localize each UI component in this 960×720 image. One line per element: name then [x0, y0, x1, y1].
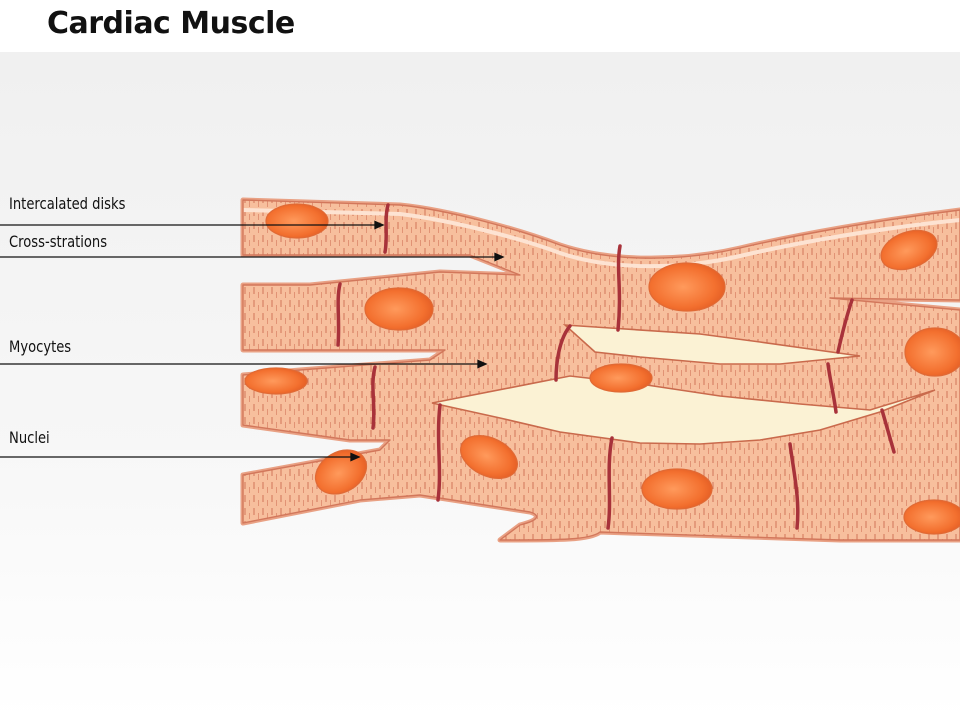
page-title: Cardiac Muscle — [47, 6, 295, 41]
diagram-area: Intercalated disks Cross-strations Myocy… — [0, 52, 960, 720]
intercalated-disk — [826, 362, 838, 414]
nucleus — [364, 287, 434, 331]
leader-lines — [0, 220, 505, 462]
intercalated-disk — [606, 436, 614, 530]
nuclei — [244, 203, 960, 535]
intercalated-disk — [371, 365, 377, 430]
nucleus — [641, 468, 713, 510]
arrowhead — [374, 220, 385, 230]
intercalated-disks — [336, 203, 896, 530]
intercalated-disk — [436, 403, 442, 502]
nucleus — [244, 367, 308, 395]
label-myocytes: Myocytes — [9, 337, 72, 356]
membrane-highlight — [243, 208, 960, 269]
cardiac-muscle-diagram — [0, 52, 960, 720]
nucleus — [903, 499, 960, 535]
cell-edge — [242, 199, 960, 541]
nucleus — [314, 449, 368, 495]
nucleus — [460, 435, 518, 479]
arrowhead — [477, 359, 488, 369]
nucleus — [880, 229, 938, 271]
intercalated-disk — [616, 244, 622, 332]
nucleus — [904, 327, 960, 377]
intercalated-disk — [383, 203, 390, 254]
label-cross-strations: Cross-strations — [9, 232, 108, 251]
arrowhead — [350, 452, 361, 462]
label-nuclei: Nuclei — [9, 428, 50, 447]
nucleus — [648, 262, 726, 312]
gap-upper — [562, 324, 861, 365]
intercalated-disk — [880, 408, 896, 454]
nucleus — [589, 363, 653, 393]
label-intercalated-disks: Intercalated disks — [9, 194, 126, 213]
intercalated-disk — [554, 324, 572, 382]
intercalated-disk — [836, 298, 854, 354]
nucleus — [265, 203, 329, 239]
arrowhead — [494, 252, 505, 262]
intercalated-disk — [788, 442, 800, 530]
intercalated-disk — [336, 282, 342, 347]
interstitial-gaps — [431, 324, 936, 445]
gap-lower — [431, 375, 936, 445]
